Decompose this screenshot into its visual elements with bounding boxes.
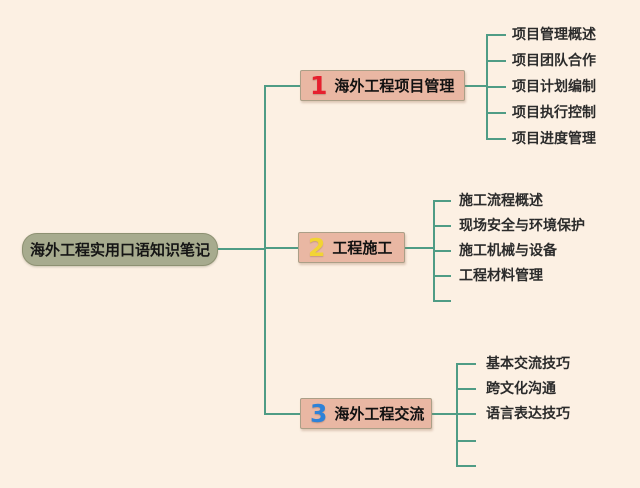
branch-node-2: 2 工程施工	[298, 232, 405, 263]
branch-3-stub-line	[456, 413, 476, 415]
connector-branch-3	[266, 413, 300, 415]
branch-2-stub-line	[433, 300, 451, 302]
connector-root-trunk	[218, 248, 266, 250]
leaf-item: 项目计划编制	[512, 78, 596, 94]
leaf-item: 施工流程概述	[459, 192, 543, 208]
branch-node-3: 3 海外工程交流	[300, 398, 432, 429]
leaf-item: 项目团队合作	[512, 52, 596, 68]
branch-2-stub-line	[433, 275, 451, 277]
branch-1-stub-line	[486, 34, 506, 36]
leaf-item: 语言表达技巧	[486, 405, 570, 421]
leaf-item: 基本交流技巧	[486, 355, 570, 371]
branch-3-number: 3	[310, 399, 328, 428]
branch-1-stub-line	[486, 138, 506, 140]
leaf-item: 项目管理概述	[512, 26, 596, 42]
connector-trunk	[264, 85, 266, 415]
branch-1-stub-line	[486, 112, 506, 114]
branch-2-label: 工程施工	[332, 240, 393, 257]
connector-branch-2	[266, 247, 298, 249]
branch-1-stub-line	[486, 60, 506, 62]
branch-3-stub-line	[456, 465, 476, 467]
branch-3-stub-line	[456, 440, 476, 442]
branch-2-stub-line	[433, 225, 451, 227]
branch-1-label: 海外工程项目管理	[334, 78, 455, 95]
branch-1-stub-line	[486, 86, 506, 88]
branch-3-stub-line	[456, 388, 476, 390]
connector-branch-2-bracket	[405, 247, 433, 249]
leaf-item: 跨文化沟通	[486, 380, 556, 396]
leaf-item: 项目进度管理	[512, 130, 596, 146]
leaf-item: 项目执行控制	[512, 104, 596, 120]
bracket-branch-3	[456, 363, 458, 467]
leaf-item: 工程材料管理	[459, 267, 543, 283]
connector-branch-1-bracket	[465, 85, 486, 87]
connector-branch-1	[266, 85, 300, 87]
branch-2-number: 2	[308, 233, 326, 262]
branch-2-stub-line	[433, 250, 451, 252]
branch-3-stub-line	[456, 363, 476, 365]
branch-1-number: 1	[310, 71, 328, 100]
root-node-label: 海外工程实用口语知识笔记	[29, 242, 210, 259]
connector-branch-3-bracket	[432, 413, 456, 415]
branch-node-1: 1 海外工程项目管理	[300, 70, 465, 101]
root-node: 海外工程实用口语知识笔记	[22, 233, 218, 266]
branch-2-stub-line	[433, 200, 451, 202]
leaf-item: 施工机械与设备	[459, 242, 557, 258]
branch-3-label: 海外工程交流	[334, 406, 425, 423]
leaf-item: 现场安全与环境保护	[459, 217, 585, 233]
